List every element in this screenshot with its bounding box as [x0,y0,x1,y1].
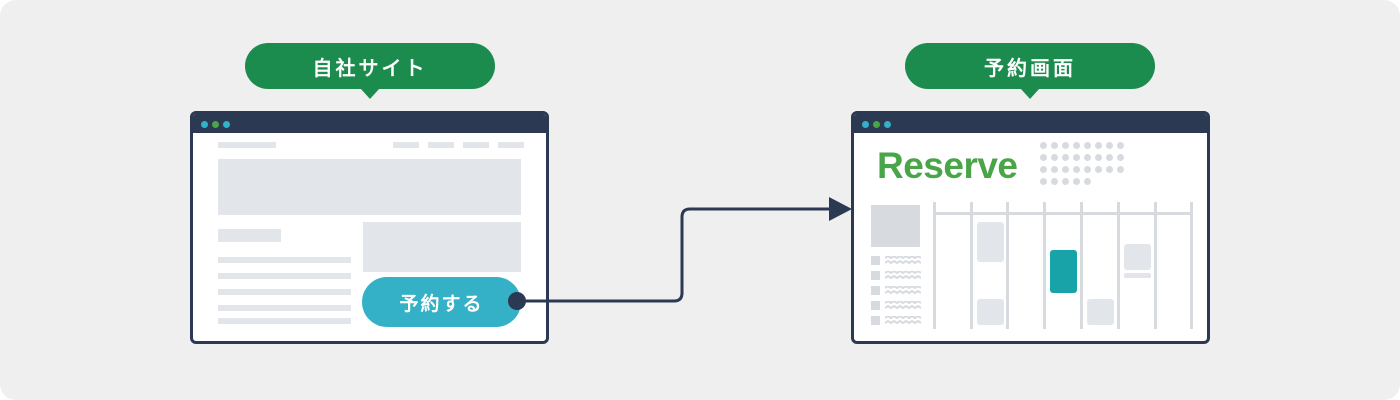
pattern-dot [1117,166,1124,173]
legend-wave-icon [885,286,921,295]
connector-dot-icon [508,292,526,310]
reserve-button[interactable]: 予約する [362,277,521,327]
reservation-window: Reserve [851,111,1210,344]
calendar-column-line [1006,202,1009,329]
pattern-dot [1073,166,1080,173]
window-dot-icon [212,121,219,128]
nav-item-placeholder [428,142,454,148]
calendar-column-line [1190,202,1193,329]
reservation-titlebar [854,114,1207,133]
slot-placeholder [1124,244,1151,270]
legend-wave-icon [885,256,921,265]
booked-slot [1050,250,1077,293]
side-image-placeholder [363,222,521,272]
legend-square-icon [871,301,880,310]
nav-item-placeholder [393,142,419,148]
window-dot-icon [862,121,869,128]
text-line-placeholder [218,273,351,279]
reservation-screen-label-text: 予約画面 [984,55,1076,80]
company-site-titlebar [193,114,546,133]
legend-square-icon [871,271,880,280]
pattern-dot [1062,166,1069,173]
window-dot-icon [201,121,208,128]
nav-item-placeholder [463,142,489,148]
window-dot-icon [884,121,891,128]
pattern-dot [1040,166,1047,173]
pattern-dot [1117,142,1124,149]
heading-placeholder [218,229,281,242]
avatar-placeholder [871,205,920,247]
calendar-column-line [1080,202,1083,329]
pattern-dot [1073,154,1080,161]
pattern-dot [1040,142,1047,149]
reservation-screen-label: 予約画面 [905,43,1155,89]
header-logo-placeholder [218,142,276,148]
pattern-dot [1040,178,1047,185]
calendar-column-line [970,202,973,329]
arrow-head-icon [829,197,852,221]
pattern-dot [1040,154,1047,161]
pattern-dot [1051,178,1058,185]
pattern-dot [1073,142,1080,149]
pattern-dot [1095,142,1102,149]
text-line-placeholder [218,257,351,263]
pattern-dot [1106,142,1113,149]
pattern-dot [1095,154,1102,161]
pattern-dot [1084,142,1091,149]
slot-placeholder [977,299,1004,325]
pattern-dot [1084,166,1091,173]
company-site-window [190,111,549,344]
pattern-dot [1084,154,1091,161]
legend-wave-icon [885,316,921,325]
calendar-header-line [933,212,1192,215]
window-dot-icon [873,121,880,128]
reserve-logo: Reserve [877,145,1018,186]
pattern-dot [1051,154,1058,161]
pattern-dot [1117,154,1124,161]
text-line-placeholder [218,305,351,311]
legend-square-icon [871,286,880,295]
company-site-label-text: 自社サイト [312,55,428,80]
pattern-dot [1051,142,1058,149]
pattern-dot [1062,154,1069,161]
pattern-dot [1106,154,1113,161]
company-site-label-tail [361,89,379,99]
flow-arrow-line [518,207,830,303]
slot-placeholder [977,222,1004,262]
company-site-label: 自社サイト [245,43,495,89]
pattern-dot [1084,178,1091,185]
text-line-placeholder [218,318,351,324]
hero-image-placeholder [218,159,521,215]
window-dot-icon [223,121,230,128]
reserve-button-label: 予約する [399,292,484,315]
legend-square-icon [871,256,880,265]
pattern-dot [1062,142,1069,149]
text-line-placeholder [218,289,351,295]
pattern-dot [1095,166,1102,173]
calendar-column-line [933,202,936,329]
calendar-column-line [1043,202,1046,329]
legend-wave-icon [885,301,921,310]
legend-square-icon [871,316,880,325]
nav-item-placeholder [498,142,524,148]
calendar-column-line [1154,202,1157,329]
legend-wave-icon [885,271,921,280]
pattern-dot [1106,166,1113,173]
pattern-dot [1062,178,1069,185]
slot-placeholder [1124,273,1151,278]
reservation-screen-label-tail [1021,89,1039,99]
pattern-dot [1051,166,1058,173]
calendar-column-line [1117,202,1120,329]
pattern-dot [1073,178,1080,185]
slot-placeholder [1087,299,1114,325]
